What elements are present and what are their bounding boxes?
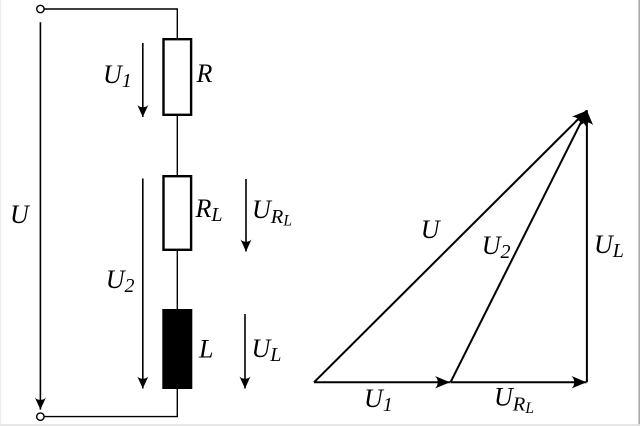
svg-text:U1: U1 (364, 384, 393, 416)
svg-text:U: U (10, 200, 31, 229)
svg-text:U: U (421, 215, 442, 244)
svg-text:UL: UL (252, 334, 282, 366)
svg-text:U1: U1 (103, 60, 132, 92)
svg-text:URL: URL (494, 383, 534, 417)
svg-text:R: R (196, 59, 213, 88)
svg-text:L: L (198, 335, 213, 364)
